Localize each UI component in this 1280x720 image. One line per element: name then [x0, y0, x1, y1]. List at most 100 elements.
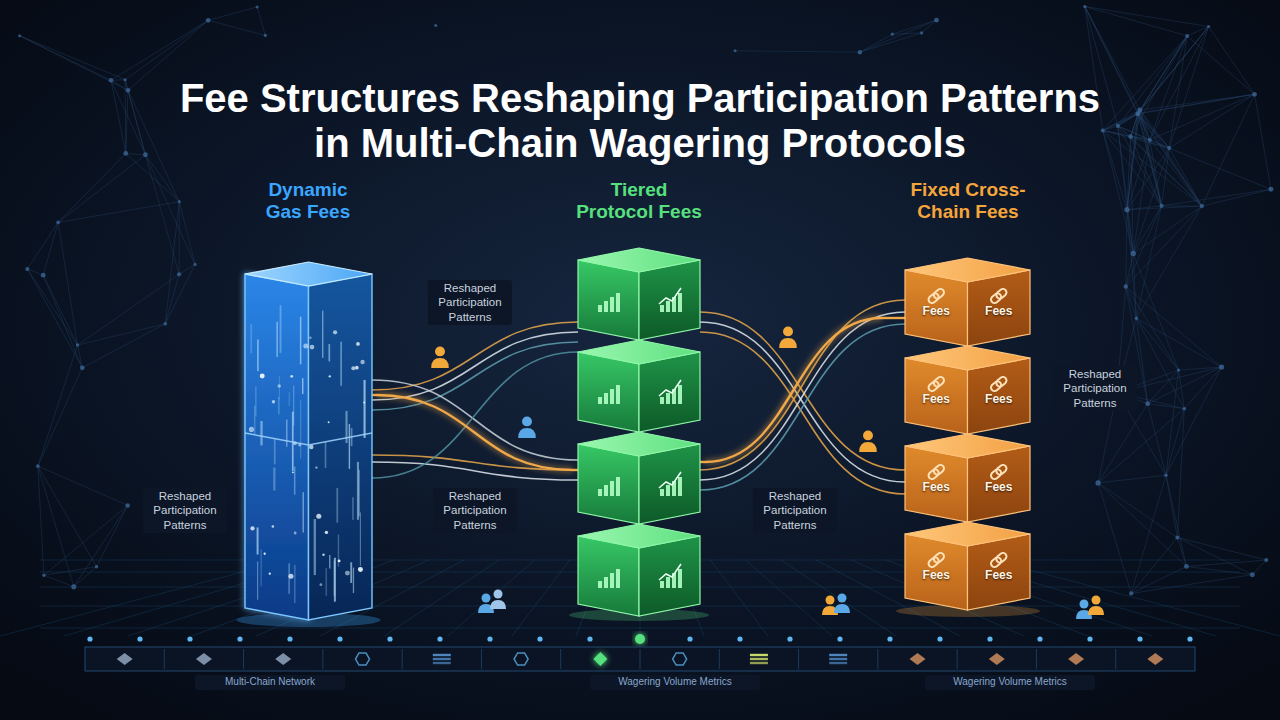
network-line [1138, 27, 1209, 114]
network-line [20, 36, 125, 80]
person-body [490, 600, 506, 609]
chain-link-icon [927, 464, 945, 481]
network-line [1150, 140, 1202, 206]
network-line [1126, 210, 1127, 287]
network-line [208, 20, 265, 35]
network-line [1098, 483, 1131, 594]
cube-left-face [578, 536, 639, 616]
network-line [1202, 189, 1271, 206]
network-dot [178, 200, 181, 203]
person-head [826, 596, 835, 605]
timeline [85, 634, 1195, 671]
bar-chart-icon [610, 573, 614, 588]
network-line [1177, 409, 1184, 538]
network-line [111, 20, 208, 80]
network-line [1131, 475, 1166, 593]
data-streak [334, 558, 336, 602]
cube-right-face [639, 260, 700, 340]
chain-icon [829, 658, 847, 660]
fee-cube: FeesFees [905, 434, 1030, 522]
network-line [1138, 114, 1162, 206]
network-line [111, 80, 126, 153]
network-line [1138, 94, 1255, 114]
cube-top-face [578, 432, 700, 456]
data-streak [280, 305, 282, 353]
timeline-dot [1087, 636, 1092, 641]
data-particle [338, 559, 341, 562]
fee-cube: FeesFees [905, 258, 1030, 346]
grid-line [384, 560, 499, 636]
pillar-left-face [245, 274, 309, 620]
network-line [1177, 537, 1266, 560]
network-line [20, 36, 128, 91]
network-line [179, 264, 195, 274]
chain-divider [1115, 649, 1116, 669]
bar-chart-icon [616, 293, 620, 312]
person-body [518, 428, 536, 438]
chain-icon [433, 654, 451, 656]
connector-extension [573, 469, 578, 471]
timeline-dot [337, 636, 342, 641]
timeline-dot [1187, 636, 1192, 641]
cube-left-face [905, 358, 968, 434]
timeline-dot [187, 636, 192, 641]
person-body [859, 442, 877, 452]
flow-line [372, 342, 578, 410]
link-ring [932, 288, 945, 300]
cube-top-face [905, 522, 1030, 546]
network-dot [125, 503, 130, 508]
flow-annotation: Reshaped Participation Patterns [753, 488, 837, 533]
data-streak [325, 568, 327, 596]
network-line [1133, 140, 1150, 254]
timeline-marker [635, 634, 645, 644]
data-particle [345, 571, 350, 576]
network-line [44, 575, 74, 586]
node-shape [240, 175, 376, 630]
orange-cube [905, 522, 1030, 610]
network-dot [891, 33, 894, 36]
network-line [1098, 483, 1177, 538]
network-line [1131, 136, 1150, 139]
data-streak [300, 400, 301, 458]
network-line [1138, 27, 1208, 114]
data-streak [336, 488, 338, 523]
network-dot [1164, 473, 1168, 477]
network-dot [1124, 284, 1128, 288]
data-particle [355, 366, 359, 370]
person-body [1088, 606, 1104, 615]
data-particle [303, 344, 308, 349]
chain-link-icon [990, 288, 1008, 305]
network-line [74, 505, 128, 586]
data-particle [316, 514, 321, 519]
flow-line [700, 332, 905, 494]
network-line [1148, 404, 1166, 476]
network-line [1118, 126, 1150, 140]
fee-label: Fees [905, 304, 968, 346]
network-dot [76, 343, 80, 347]
chain-divider [640, 649, 641, 669]
network-dot [56, 220, 60, 224]
network-dot [1159, 204, 1163, 208]
chain-icon [673, 653, 687, 665]
bar-chart-icon [598, 489, 602, 496]
timeline-dot [837, 636, 842, 641]
node-shape [905, 346, 1030, 434]
network-line [1127, 110, 1140, 210]
network-line [38, 466, 44, 575]
network-line [1187, 27, 1208, 36]
chain-link-icon [990, 376, 1008, 393]
pillar-heading: Tiered Protocol Fees [573, 179, 705, 223]
person-icon [859, 430, 877, 451]
network-line [1126, 206, 1202, 286]
network-line [58, 222, 77, 345]
timeline-dot [487, 636, 492, 641]
data-streak [322, 311, 323, 358]
chain-icon [989, 653, 1005, 665]
timeline-dot [137, 636, 142, 641]
data-streak [257, 340, 259, 372]
bar-chart-icon [604, 301, 608, 312]
network-dot [434, 24, 437, 27]
network-line [892, 20, 936, 34]
data-particle [363, 401, 365, 403]
flow-line [372, 332, 578, 400]
